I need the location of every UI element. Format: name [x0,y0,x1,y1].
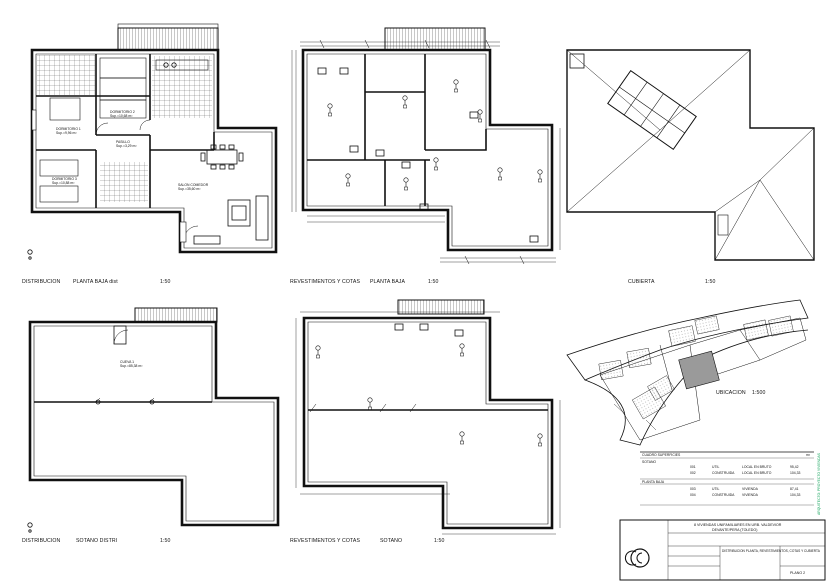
view-scale-cubierta: 1:50 [705,279,716,285]
table-cell: 004 [690,493,696,497]
surface-table [640,451,814,506]
table-cell: 001 [690,465,696,469]
room-area-sotano: Sup.=85,38 m² [120,364,143,368]
view-sub-dist-sotano: SOTANO DISTRI [76,538,118,544]
table-cell: CONSTRUIDA [712,493,735,497]
view-title-rev-sotano: REVESTIMENTOS Y COTAS [290,538,361,544]
room-area-pasillo: Sup.=3,29 m² [116,144,137,148]
table-header: CUADRO SUPERFICIES [642,453,681,457]
plan-dist-sotano [27,307,280,533]
view-title-dist-sotano: DISTRIBUCION [22,538,61,544]
plan-ubicacion [566,299,809,446]
table-cell: UTIL [712,465,719,469]
title-block [619,519,826,581]
view-title-cubierta: CUBIERTA [628,279,655,285]
surface-table-text: CUADRO SUPERFICIES m² SOTANO PLANTA BAJA… [642,453,811,497]
table-unit: m² [806,453,811,457]
table-cell: 002 [690,471,696,475]
sheet-number: PLANO 2 [790,571,805,575]
table-cell: 104,33 [790,471,800,475]
room-area-dorm2: Sup.=10,68 m² [110,114,133,118]
plan-rev-sotano-lamps [315,343,543,447]
plan-cubierta [566,49,815,261]
room-label-dorm2: DORMITORIO 2 [110,110,135,114]
view-title-dist-baja: DISTRIBUCION [22,279,61,285]
view-scale-rev-baja: 1:50 [428,279,439,285]
plan-dist-baja [27,23,278,260]
view-sub-rev-sotano: SOTANO [380,538,403,544]
table-cell: 104,33 [790,493,800,497]
room-label-sotano: CUEVA 1 [120,360,134,364]
table-cell: UTIL [712,487,719,491]
view-sub-dist-baja: PLANTA BAJA dist [73,279,118,285]
room-area-dorm3: Sup.=10,88 m² [52,181,75,185]
view-title-ubicacion: UBICACION [716,390,746,396]
view-sub-rev-baja: PLANTA BAJA [370,279,406,285]
room-label-dorm3: DORMITORIO 3 [52,177,77,181]
plan-rev-sotano [295,299,561,535]
side-note: ARQUITECTO: PROYECTO VIVIENDAS [817,452,821,515]
table-cell: 87,41 [790,487,799,491]
plan-rev-baja [291,27,561,265]
room-label-dorm1: DORMITORIO 1 [56,127,81,131]
view-title-rev-baja: REVESTIMENTOS Y COTAS [290,279,361,285]
room-label-pasillo: PASILLO [116,140,130,144]
table-cell: VIVIENDA [742,493,759,497]
room-label-salon: SALON COMEDOR [178,183,209,187]
plan-dist-sotano-labels: CUEVA 1 Sup.=85,38 m² [120,360,143,368]
table-cell: VIVIENDA [742,487,759,491]
project-name: 8 VIVIENDAS UNIFAMILIARES EN URB. VALDEV… [694,523,782,527]
table-cell: 003 [690,487,696,491]
view-scale-ubicacion: 1:500 [752,390,766,396]
table-cell: CONSTRUIDA [712,471,735,475]
project-location: DEVANTE/PERA (TOLEDO) [712,528,757,532]
view-scale-rev-sotano: 1:50 [434,538,445,544]
table-cell: 95,42 [790,465,799,469]
table-cell: LOCAL EN BRUTO [742,471,772,475]
table-section-baja: PLANTA BAJA [642,480,665,484]
table-cell: LOCAL EN BRUTO [742,465,772,469]
room-area-dorm1: Sup.=9,96 m² [56,131,77,135]
title-block-text: 8 VIVIENDAS UNIFAMILIARES EN URB. VALDEV… [694,523,821,575]
drawing-title: DISTRIBUCION PLANTA, REVESTIMIENTOS, COT… [722,549,821,553]
plan-dist-baja-labels: DORMITORIO 2 Sup.=10,68 m² DORMITORIO 1 … [52,110,209,191]
table-section-sotano: SOTANO [642,460,656,464]
view-scale-dist-baja: 1:50 [160,279,171,285]
room-area-salon: Sup.=35,60 m² [178,187,201,191]
view-scale-dist-sotano: 1:50 [160,538,171,544]
plan-rev-baja-lamps [327,79,543,191]
